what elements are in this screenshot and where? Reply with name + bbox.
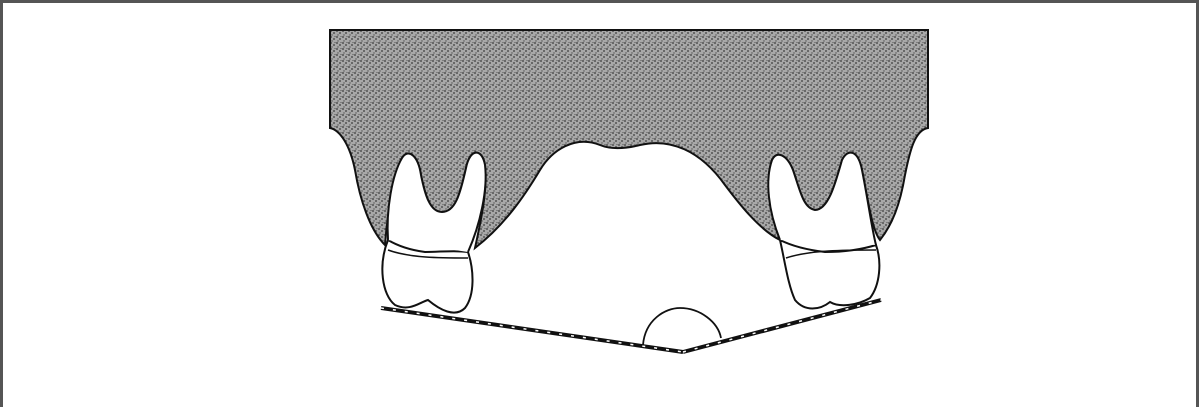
tongue-dome [643,308,721,345]
left-molar-crown [382,240,472,313]
left-occlusal-line [381,308,683,352]
